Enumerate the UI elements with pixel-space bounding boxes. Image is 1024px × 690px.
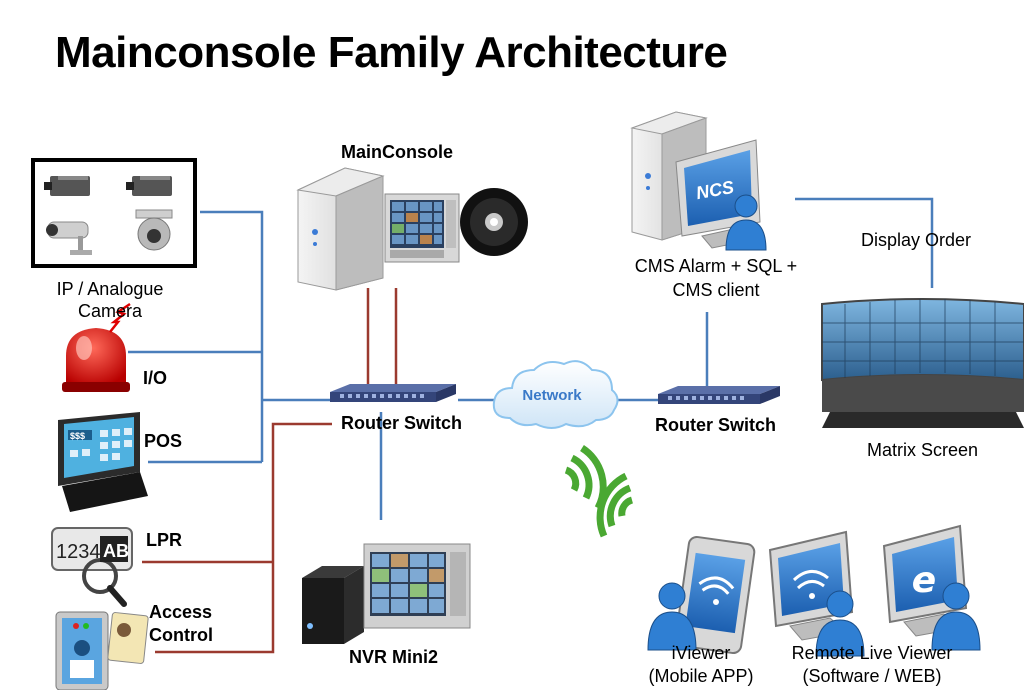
mobile-phone-icon (674, 535, 756, 655)
cms-label: CMS Alarm + SQL + CMS client (616, 254, 816, 302)
cms-label-line1: CMS Alarm + SQL + (634, 256, 798, 276)
cms-user-icon (725, 194, 767, 251)
io-label: I/O (143, 368, 168, 388)
mainconsole-label: MainConsole (341, 142, 454, 162)
wireless-signal-icon (596, 472, 634, 538)
display-order-label: Display Order (861, 230, 972, 250)
router-switch-left-label: Router Switch (341, 413, 463, 433)
access-label: Access Control (149, 601, 213, 647)
matrix-screen-icon (821, 298, 1024, 428)
nvr-device-icon (302, 566, 364, 644)
router-switch-right-label: Router Switch (655, 415, 777, 435)
dome-camera-icon (135, 209, 173, 251)
software-disc-icon (460, 188, 528, 256)
wireless-signal-icon (564, 445, 607, 510)
pos-screen-text: $$$ (70, 431, 85, 441)
access-label-line2: Control (149, 625, 213, 645)
nvr-software-screen (363, 543, 471, 629)
router-switch-right-icon (658, 386, 780, 404)
pos-label: POS (144, 431, 183, 451)
camera-panel (31, 158, 197, 268)
remote-live-viewer-label: Remote Live Viewer (Software / WEB) (772, 642, 972, 688)
access-label-line1: Access (149, 602, 213, 622)
mainconsole-server-icon (296, 167, 385, 291)
remote-live-viewer-label-line1: Remote Live Viewer (791, 643, 953, 663)
link-cms-matrix (795, 197, 934, 288)
network-label: Network (522, 387, 582, 404)
mainconsole-software-screen (384, 193, 460, 263)
plate-right-background (100, 536, 128, 562)
plate-number-right: AB (103, 541, 129, 561)
remote-user-icon (815, 590, 865, 657)
iviewer-user-icon (647, 582, 697, 651)
matrix-screen-label: Matrix Screen (867, 440, 979, 460)
camera-label-line1: IP / Analogue (56, 279, 164, 299)
iviewer-label: iViewer (Mobile APP) (636, 642, 766, 688)
box-camera-icon (44, 176, 90, 196)
bullet-camera-icon (46, 221, 92, 255)
link-camera (200, 210, 264, 462)
web-user-icon (931, 582, 981, 651)
plate-number-left: 1234 (56, 541, 101, 563)
link-lpr-access (155, 422, 332, 654)
nvr-label: NVR Mini2 (349, 647, 439, 667)
camera-label: IP / Analogue Camera (40, 278, 180, 322)
page-title: Mainconsole Family Architecture (55, 28, 728, 77)
router-switch-left-icon (330, 384, 456, 402)
alarm-light-icon (62, 302, 131, 392)
remote-live-viewer-label-line2: (Software / WEB) (802, 666, 942, 686)
web-browser-glyph: e (912, 560, 936, 601)
lpr-label: LPR (146, 530, 182, 550)
access-control-icon (55, 611, 149, 690)
cms-label-line2: CMS client (672, 280, 760, 300)
box-camera-icon (126, 176, 172, 196)
red-links (142, 288, 398, 654)
camera-label-line2: Camera (77, 301, 143, 321)
iviewer-label-line1: iViewer (671, 643, 731, 663)
remote-monitor-icon (768, 530, 854, 641)
iviewer-label-line2: (Mobile APP) (648, 666, 754, 686)
blue-links (128, 197, 934, 520)
network-cloud-icon (492, 360, 619, 429)
pos-terminal-icon (58, 412, 148, 512)
